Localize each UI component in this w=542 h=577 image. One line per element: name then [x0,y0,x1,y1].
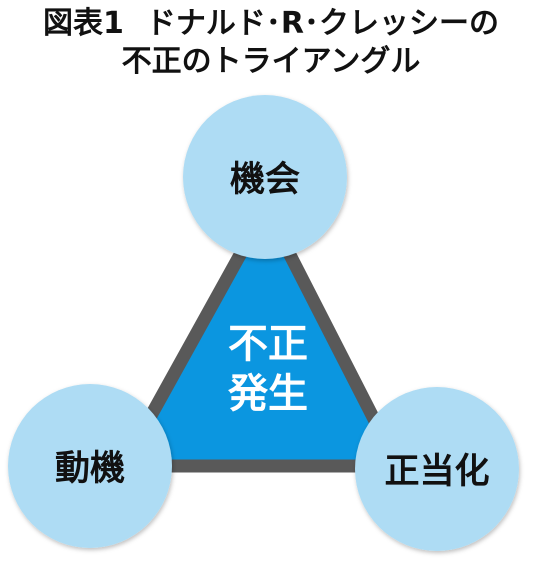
node-circle-rationalization [355,387,519,551]
node-circle-motive [8,384,172,548]
node-motive: 動機 [8,384,172,548]
center-label-fraud: 不正 [228,321,308,367]
center-label-occurrence: 発生 [228,371,308,417]
node-label-rationalization: 正当化 [384,452,489,492]
node-circle-opportunity [183,95,347,259]
node-rationalization: 正当化 [355,387,519,551]
diagram-title-line-1: 図表1 ドナルド･R･クレッシーの [0,6,542,42]
node-label-motive: 動機 [55,449,125,489]
fraud-triangle [111,194,409,473]
node-label-opportunity: 機会 [230,160,300,200]
figure-label: 図表1 [43,6,124,41]
diagram-title-line-2: 不正のトライアングル [0,44,542,80]
title-text-line-1: ドナルド･R･クレッシーの [145,6,499,41]
node-opportunity: 機会 [183,95,347,259]
title-text-line-2: 不正のトライアングル [121,44,421,79]
